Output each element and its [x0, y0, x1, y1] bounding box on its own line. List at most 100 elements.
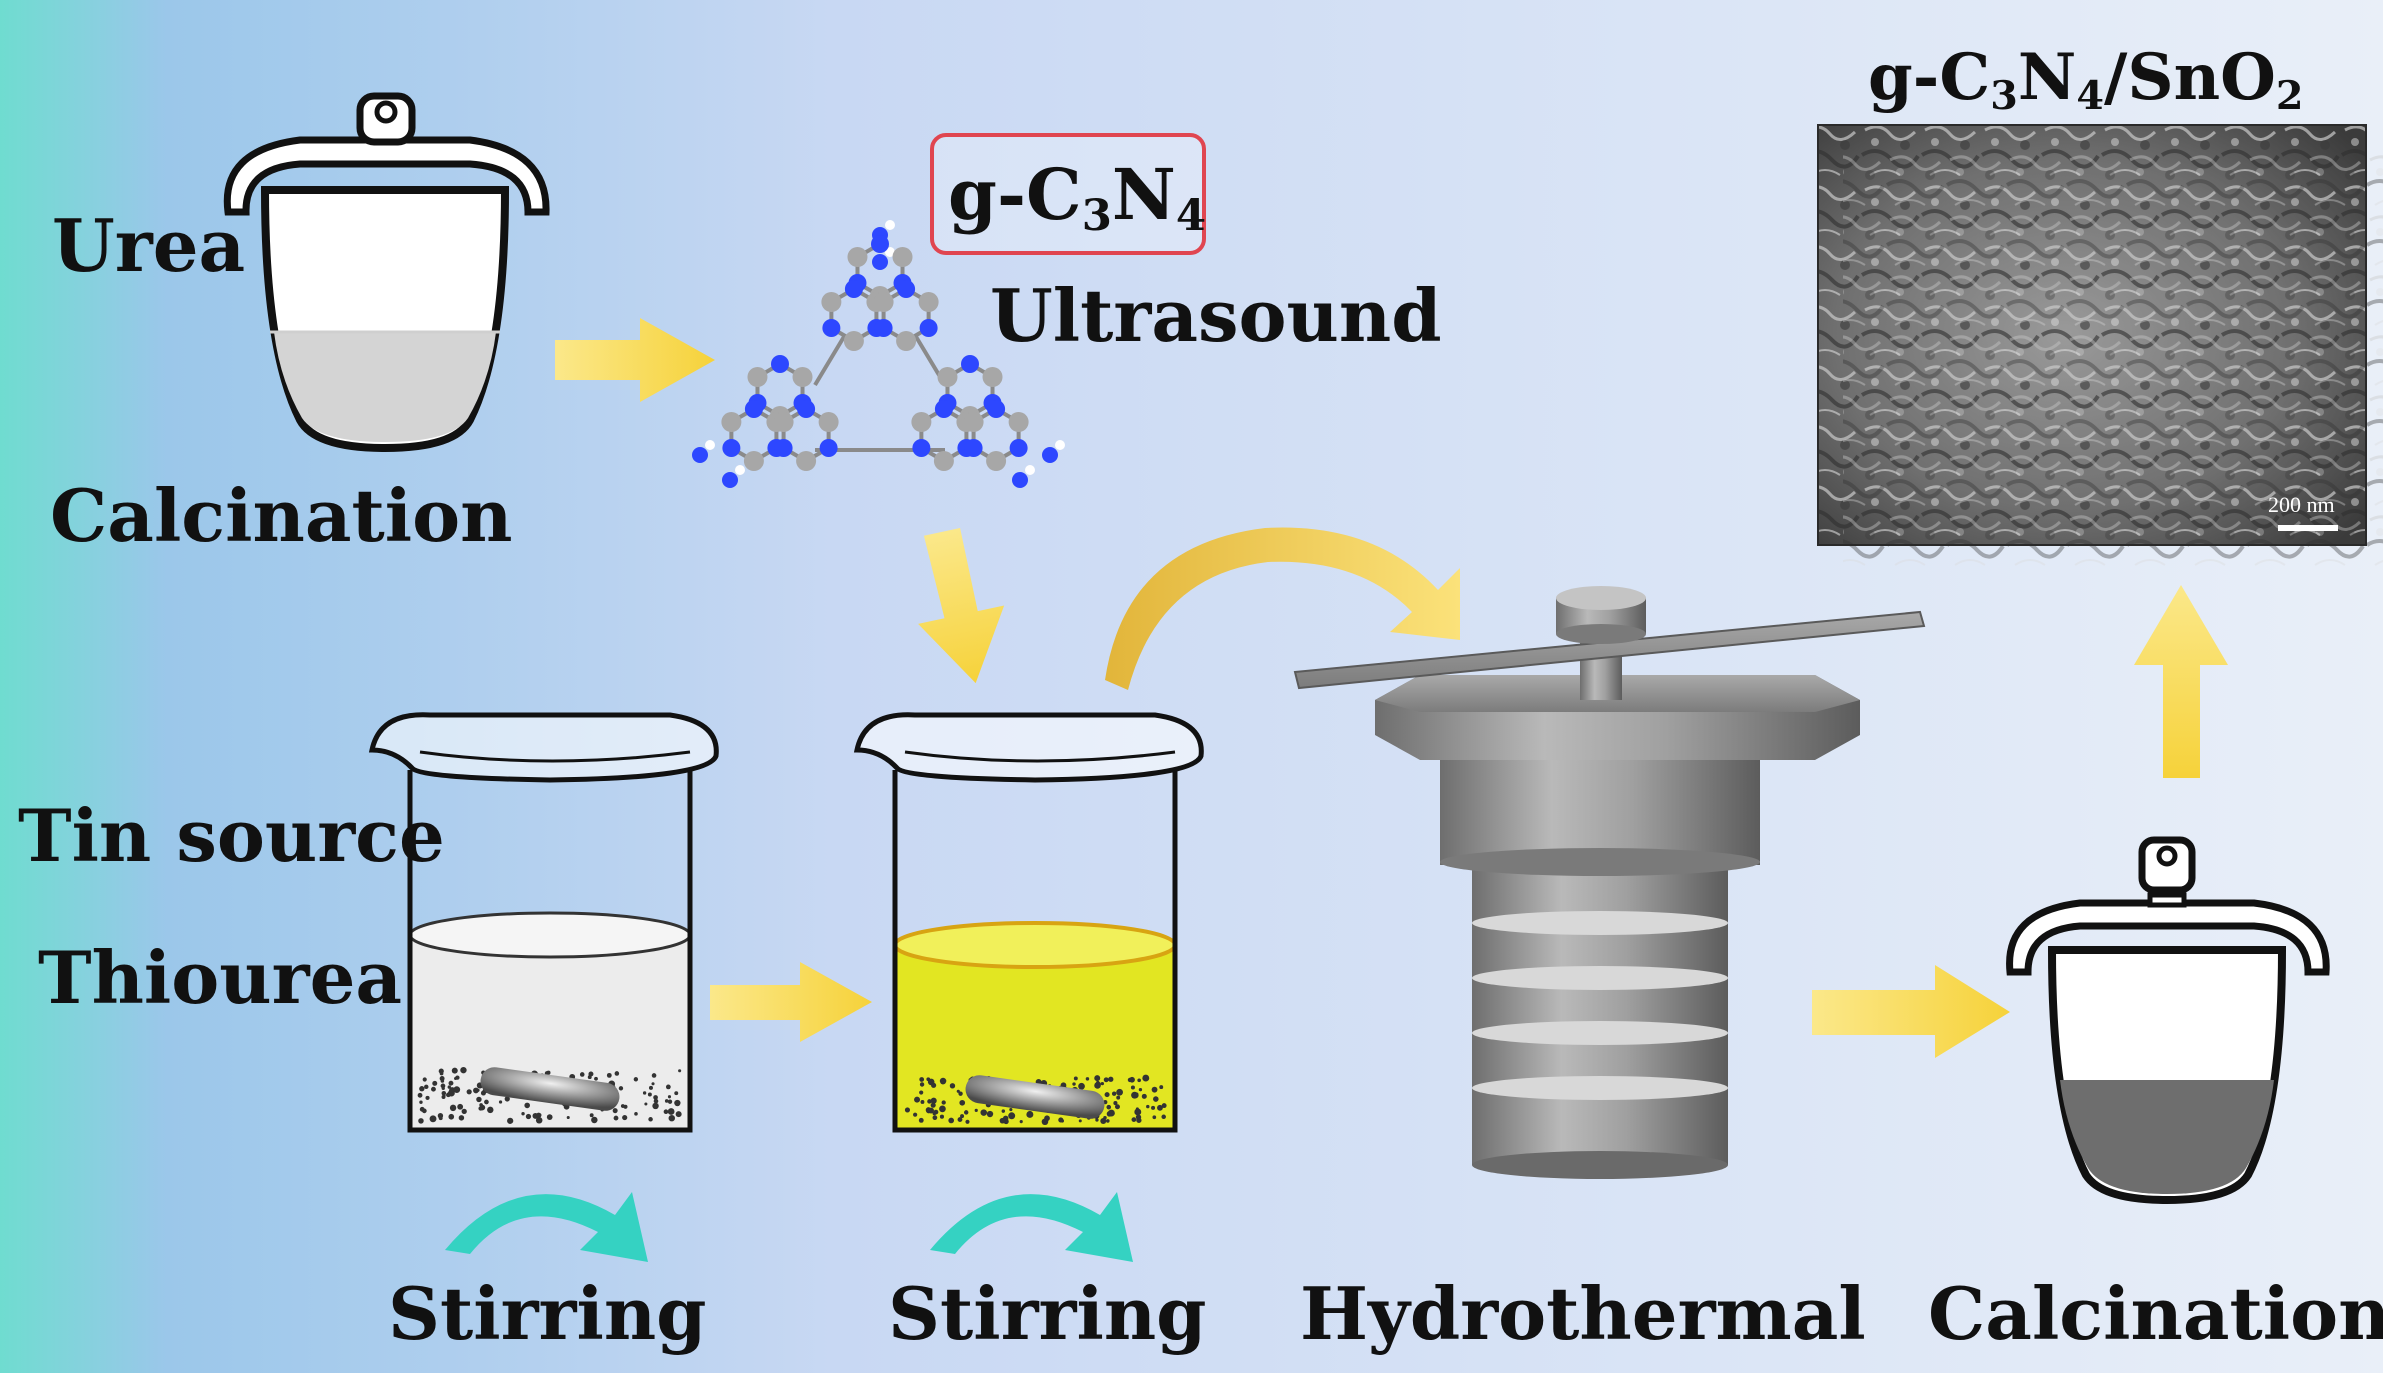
- sediment-dot: [1100, 1118, 1107, 1125]
- gcn-label-box: [930, 133, 1206, 255]
- sediment-dot: [1157, 1104, 1163, 1111]
- arrow-beaker-to-beaker: [710, 962, 872, 1042]
- molecule-hydrogen-atom: [735, 465, 745, 475]
- sediment-dot: [664, 1099, 669, 1103]
- molecule-carbon-atom: [792, 367, 813, 387]
- sediment-dot: [618, 1086, 624, 1091]
- sediment-dot: [958, 1091, 963, 1096]
- sediment-dot: [1161, 1114, 1166, 1120]
- molecule-carbon-atom: [911, 412, 932, 432]
- sediment-dot: [1105, 1119, 1110, 1123]
- scale-bar-label: 200 nm: [2268, 492, 2335, 517]
- molecule-amine-atom: [1042, 447, 1058, 463]
- sediment-dot: [1058, 1117, 1064, 1123]
- sem-image: [1817, 124, 2383, 575]
- sediment-dot: [440, 1079, 445, 1083]
- sediment-dot: [1078, 1119, 1082, 1123]
- label-product-mid2: /SnO: [2103, 40, 2276, 115]
- beaker-white-rim: [368, 712, 719, 783]
- sediment-dot: [930, 1097, 937, 1104]
- sediment-dot: [634, 1112, 638, 1116]
- stir-bar-2: [965, 1075, 1105, 1119]
- sediment-dot: [1161, 1103, 1167, 1109]
- sediment-dot: [1134, 1092, 1139, 1097]
- sediment-dot: [648, 1117, 653, 1122]
- stirring-arrow-1: [445, 1192, 648, 1262]
- crucible-bottom-lid: [2006, 899, 2330, 976]
- sediment-dot: [963, 1110, 969, 1115]
- sediment-dot: [479, 1104, 486, 1111]
- sediment-dot: [1146, 1104, 1150, 1109]
- sediment-dot: [1134, 1108, 1142, 1116]
- molecule-nitrogen-atom: [771, 355, 789, 373]
- beaker-yellow: [853, 712, 1204, 1133]
- sediment-dot: [914, 1096, 921, 1103]
- sediment-dot: [1116, 1095, 1121, 1100]
- molecule-nitrogen-atom: [819, 439, 838, 457]
- molecule-nitrogen-atom: [744, 400, 763, 418]
- label-product: g-C3N4/SnO2: [1868, 46, 2303, 117]
- sediment-dot: [612, 1108, 618, 1114]
- sediment-dot: [524, 1102, 530, 1109]
- sediment-dot: [431, 1086, 436, 1092]
- sediment-dot: [429, 1115, 437, 1123]
- sediment-dot: [425, 1095, 430, 1100]
- sediment-dot: [941, 1080, 946, 1084]
- autoclave: [1293, 586, 1926, 1179]
- arrow-to-gcn: [555, 318, 715, 402]
- molecule-nitrogen-atom: [874, 319, 893, 337]
- beaker-white-outline: [407, 770, 693, 1133]
- sediment-dot: [932, 1115, 938, 1121]
- sediment-dot: [538, 1113, 542, 1117]
- sediment-dot: [1152, 1115, 1157, 1120]
- sediment-dot: [441, 1091, 447, 1096]
- sediment-dot: [1114, 1104, 1120, 1110]
- arrow-up-to-product: [2134, 585, 2228, 778]
- sediment-dot: [1142, 1074, 1150, 1082]
- label-tin-source: Tin source: [18, 793, 445, 878]
- sediment-dot: [504, 1096, 510, 1102]
- sediment-dot: [667, 1099, 673, 1104]
- crucible-top-contents: [274, 332, 496, 442]
- sediment-dot: [451, 1067, 458, 1074]
- label-product-sub2: 4: [2076, 72, 2104, 119]
- label-stirring-1: Stirring: [388, 1271, 707, 1356]
- label-gcn-mid: N: [1111, 153, 1176, 236]
- sediment-dot: [1138, 1088, 1143, 1092]
- sediment-dot: [678, 1069, 682, 1073]
- molecule-amine-atom: [692, 447, 708, 463]
- sediment-dot: [1095, 1081, 1101, 1088]
- sediment-dot: [449, 1104, 457, 1112]
- sediment-dot: [1095, 1118, 1099, 1122]
- sediment-dot: [419, 1100, 423, 1104]
- sediment-dot: [675, 1111, 682, 1118]
- sediment-dot: [591, 1116, 598, 1124]
- sediment-dot: [1094, 1075, 1101, 1082]
- sediment-dot: [484, 1099, 489, 1105]
- sediment-dot: [927, 1099, 932, 1104]
- sediment-dot: [642, 1091, 647, 1095]
- sediment-dot: [663, 1109, 669, 1115]
- autoclave-handle: [1293, 610, 1926, 690]
- arrow-to-crucible: [1812, 965, 2010, 1058]
- sediment-dot: [925, 1107, 932, 1113]
- sediment-dot: [614, 1071, 620, 1076]
- sediment-dot: [521, 1112, 525, 1116]
- molecule-carbon-atom: [796, 451, 817, 471]
- label-product-sub3: 2: [2275, 72, 2304, 119]
- sediment-dot: [1073, 1076, 1078, 1081]
- sediment-dot: [1008, 1112, 1016, 1120]
- sediment-dot: [1100, 1082, 1104, 1086]
- molecule-carbon-atom: [937, 367, 958, 387]
- sediment-dot: [1159, 1085, 1164, 1090]
- molecule-nitrogen-atom: [871, 235, 889, 253]
- sediment-dot: [476, 1088, 480, 1092]
- sediment-dot: [532, 1112, 539, 1119]
- molecule-carbon-atom: [963, 412, 984, 432]
- molecule-hydrogen-atom: [1025, 465, 1035, 475]
- sediment-dot: [1106, 1104, 1112, 1110]
- beaker-yellow-outline: [892, 770, 1178, 1133]
- sediment-dot: [1085, 1077, 1090, 1081]
- sediment-dot: [1103, 1116, 1107, 1120]
